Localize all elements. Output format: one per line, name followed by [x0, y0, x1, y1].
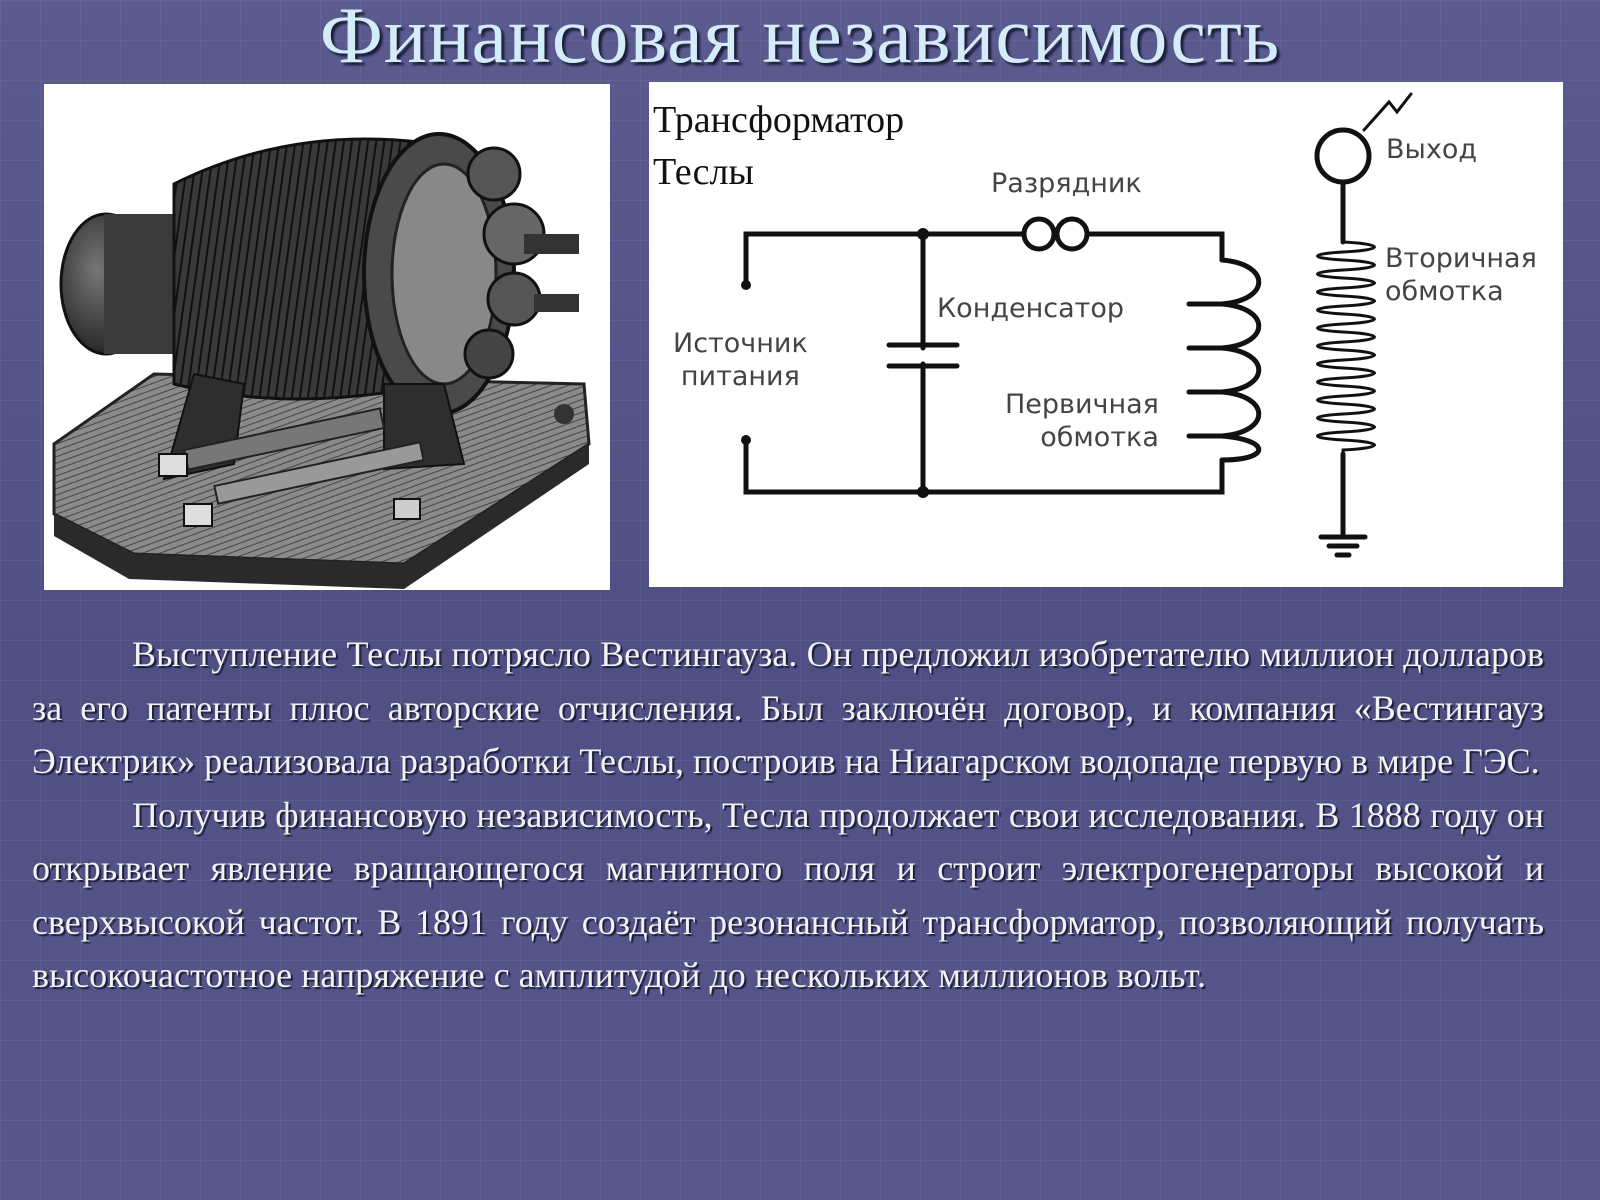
power-source-label: Источник питания — [673, 328, 808, 392]
output-label: Выход — [1386, 134, 1478, 165]
spark-gap-ball-right — [1054, 216, 1090, 252]
output-terminal — [1314, 127, 1372, 185]
primary-coil — [1186, 257, 1262, 463]
source-terminal-top — [741, 280, 751, 290]
tesla-machine-illustration — [44, 84, 610, 590]
junction-top — [917, 228, 929, 240]
spark-gap-label: Разрядник — [991, 168, 1142, 199]
machine-engraving-image — [52, 132, 591, 589]
bottom-wire — [743, 437, 1225, 495]
junction-bottom — [917, 486, 929, 498]
top-wire — [743, 231, 1027, 288]
primary-winding-label: Первичная обмотка — [1005, 389, 1159, 453]
body-text: Выступление Теслы потрясло Вестингауза. … — [32, 628, 1544, 1003]
circuit-schematic — [741, 92, 1413, 558]
secondary-coil — [1316, 240, 1376, 454]
diagram-title: Трансформатор Теслы — [653, 94, 904, 198]
paragraph-westinghouse: Выступление Теслы потрясло Вестингауза. … — [32, 634, 1544, 781]
secondary-winding-label: Вторичная обмотка — [1385, 243, 1537, 307]
slide-title: Финансовая независимость — [319, 0, 1281, 80]
top-wire-right — [1083, 231, 1225, 263]
diagram-title-line-1: Трансформатор — [653, 99, 905, 141]
capacitor-label: Конденсатор — [937, 293, 1125, 324]
tesla-transformer-diagram: Трансформатор Теслы — [649, 82, 1563, 587]
spark-gap-ball-left — [1021, 216, 1057, 252]
diagram-title-line-2: Теслы — [653, 151, 754, 193]
source-terminal-bottom — [741, 435, 751, 445]
output-spark — [1362, 92, 1413, 132]
paragraph-financial-independence: Получив финансовую независимость, Тесла … — [32, 794, 1544, 996]
